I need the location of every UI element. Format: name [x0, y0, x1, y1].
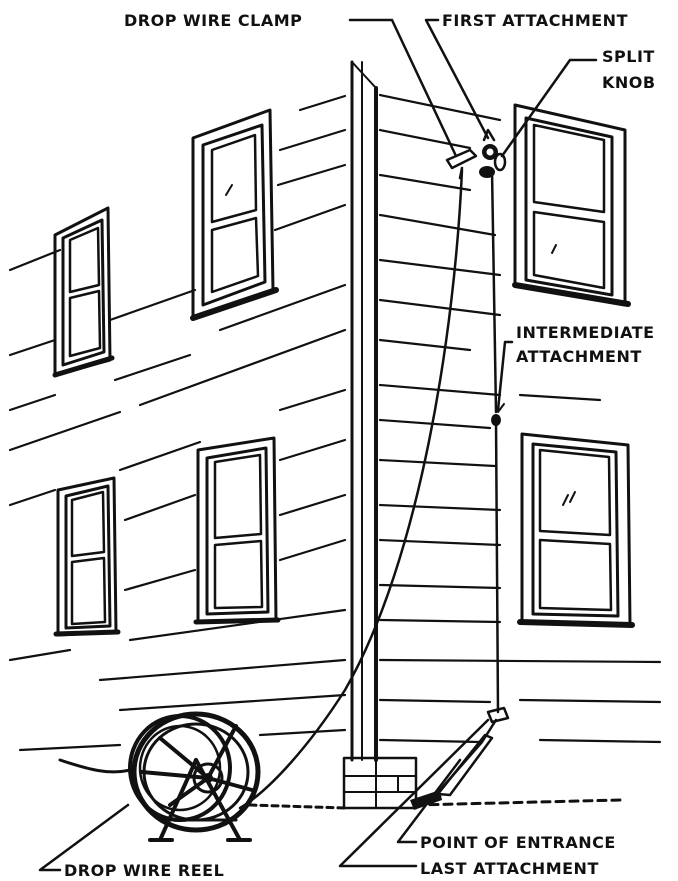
window-left-lower-small: [56, 478, 118, 635]
window-right-upper: [515, 105, 628, 305]
last-attachment-knob: [488, 708, 508, 722]
drop-wire: [240, 170, 498, 808]
drop-wire-clamp: [447, 150, 476, 178]
labels: DROP WIRE CLAMP FIRST ATTACHMENT SPLIT K…: [64, 11, 656, 880]
label-attachment: ATTACHMENT: [516, 347, 642, 366]
building: [10, 62, 660, 808]
label-drop-wire-clamp: DROP WIRE CLAMP: [124, 11, 302, 30]
label-knob: KNOB: [602, 73, 656, 92]
window-left-upper-small: [55, 208, 112, 375]
window-left-upper-big: [193, 110, 276, 318]
label-split: SPLIT: [602, 47, 655, 66]
label-first-attachment: FIRST ATTACHMENT: [442, 11, 628, 30]
leader-lines: [40, 20, 596, 870]
drop-wire-reel: [130, 714, 258, 840]
split-knob: [495, 154, 505, 170]
right-wall-siding: [380, 95, 660, 742]
label-drop-wire-reel: DROP WIRE REEL: [64, 861, 224, 880]
left-wall-siding: [10, 96, 345, 750]
window-left-lower-big: [196, 438, 278, 622]
label-point-of-entrance: POINT OF ENTRANCE: [420, 833, 616, 852]
window-right-lower: [520, 434, 632, 625]
label-intermediate: INTERMEDIATE: [516, 323, 655, 342]
label-last-attachment: LAST ATTACHMENT: [420, 859, 599, 878]
